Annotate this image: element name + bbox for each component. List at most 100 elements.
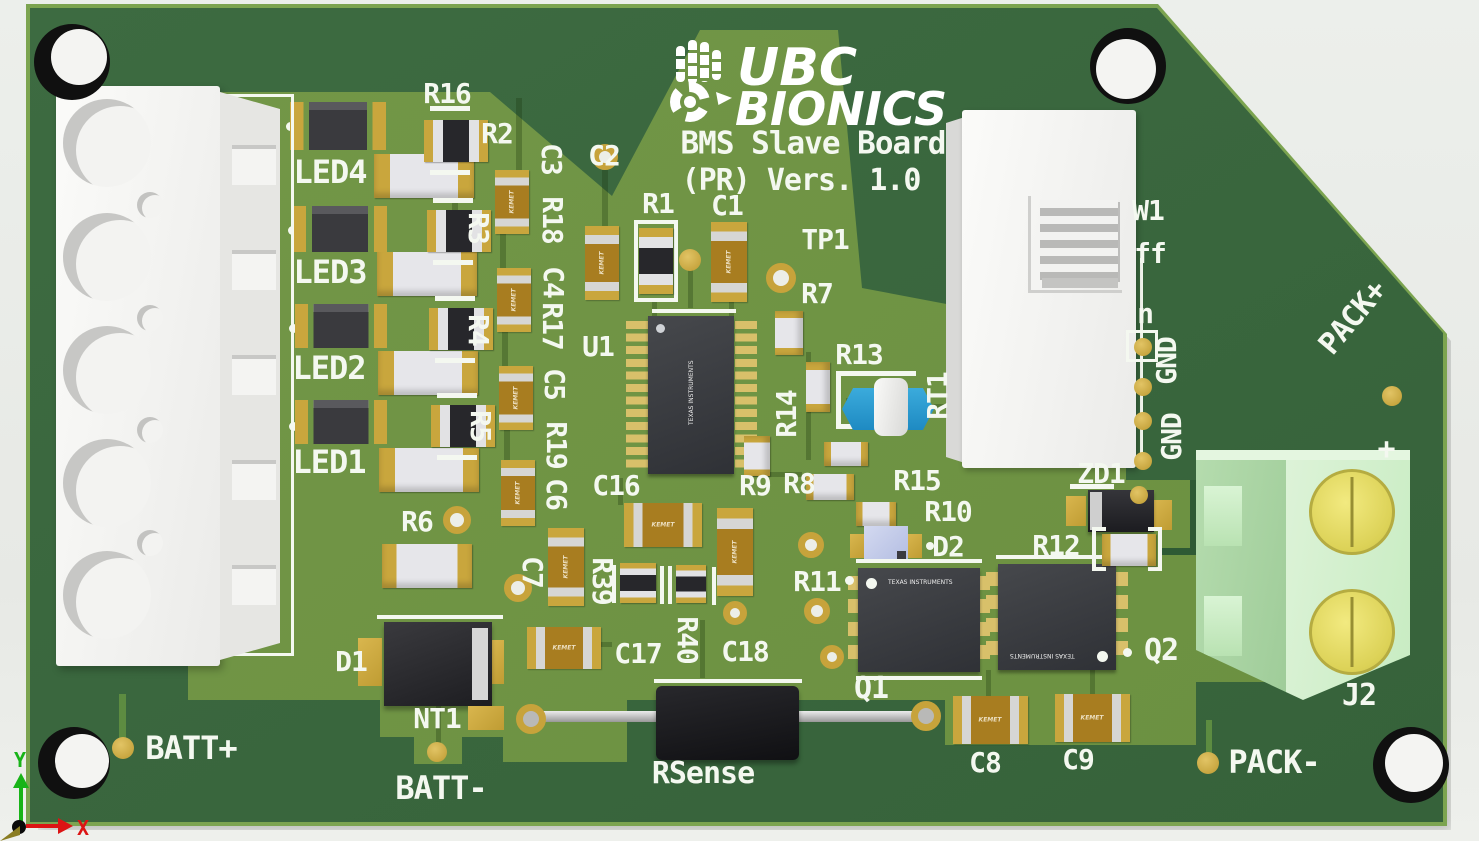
trace [602,164,608,226]
silk-c17: C17 [614,637,663,670]
sw1-switch-body [962,110,1136,468]
sw1-pad [1134,378,1152,396]
bionics-hand-gear-icon [668,40,734,124]
via [820,645,844,669]
silk-r8: R8 [783,467,816,500]
u1-ic-body: TEXAS INSTRUMENTS [648,316,734,474]
j1-small-hole [137,305,163,331]
silk-dot [1123,648,1132,657]
resistor [824,442,868,466]
silk-gnd-a: GND [1150,337,1183,385]
trace [1190,480,1197,552]
via-wire-left [516,704,546,734]
silk-off-partial: ff [1134,237,1167,270]
kemet-marking: KEMET [651,521,675,529]
board-version: (PR) Vers. 1.0 [681,163,922,198]
silk-tick [433,198,473,203]
capacitor: KEMET [585,226,619,300]
silk-r14: R14 [770,390,803,438]
silk-batt-minus: BATT- [395,769,487,807]
led4-component [290,102,386,150]
mounting-hole-center [51,29,107,85]
kemet-marking: KEMET [725,250,733,274]
silk-c9: C9 [1062,743,1095,776]
pad-nt1 [468,706,504,730]
via [723,601,747,625]
led3-component [293,206,387,252]
silk-r1: R1 [642,187,675,220]
silk-r16: R16 [423,77,472,110]
q2-ic-body: TEXAS INSTRUMENTS [998,564,1116,670]
mounting-hole-center [1096,39,1156,99]
silk-d2: D2 [932,530,965,563]
capacitor: KEMET [717,508,753,596]
silk-c6: C6 [540,478,573,510]
axis-x-line [26,824,60,828]
resistor-r12-component [1102,534,1156,566]
brand-name-top: UBC [737,38,858,98]
resistor [775,311,803,355]
j1-small-hole [137,192,163,218]
silk-pack-minus: PACK- [1228,743,1320,781]
kemet-marking: KEMET [508,190,516,214]
trace [746,472,802,477]
capacitor: KEMET [497,268,531,332]
silk-r11: R11 [793,565,842,598]
j2-terminal-block [1196,450,1410,700]
axis-x-arrowhead [58,818,73,834]
silk-r12-bracket-left [1092,527,1106,571]
pad [906,534,922,558]
silk-tick [437,455,477,460]
silk-led2: LED2 [292,349,366,387]
q2-pins-right [1116,572,1128,664]
rt1-band [874,378,908,436]
silk-r13-bracket [836,371,841,429]
zd1-diode-component [1088,490,1154,532]
sw1-slider [1040,200,1118,280]
resistor-component [676,565,706,603]
resistor-r5-component [431,405,495,447]
kemet-marking: KEMET [731,540,739,564]
trace [618,478,623,505]
capacitor-c16-component: KEMET [624,503,702,547]
ti-logo: TEXAS INSTRUMENTS [888,579,953,586]
silk-r3: R3 [462,212,495,244]
mounting-hole-center [1385,734,1443,792]
silk-c2: C2 [588,139,621,172]
silk-tick [437,393,477,398]
axis-y-line [19,787,23,827]
resistor-r1-component [639,228,673,294]
j1-small-hole [137,530,163,556]
j1-small-hole [137,417,163,443]
via [443,506,471,534]
kemet-marking: KEMET [552,644,576,652]
batt-plus-pad [112,737,134,759]
via [504,574,532,602]
u1-pins-right [735,321,757,471]
axis-z-cone [0,826,20,841]
kemet-marking: KEMET [514,481,522,505]
board-title: BMS Slave Board [680,125,947,162]
pack-minus-pad [1197,752,1219,774]
pad [850,534,866,558]
silk-j2: J2 [1341,678,1377,713]
silk-nt1: NT1 [413,702,462,735]
silk-r13-bracket [836,371,916,376]
silk-r18: R18 [536,196,569,244]
j2-screw-bottom [1309,589,1395,675]
capacitor-c17-component: KEMET [527,627,601,669]
trace [688,268,693,308]
led2-component [295,304,387,348]
trace [1206,720,1212,754]
axis-y-label: Y [14,748,27,772]
silk-tick [435,296,475,301]
silk-dot [1099,653,1107,661]
silk-line [856,559,982,563]
q1-pins-left [848,576,860,666]
axis-gizmo: Y X [0,740,110,841]
capacitor-c7-component: KEMET [548,528,584,606]
j1-notch [232,250,276,290]
silk-c3: C3 [535,143,568,175]
via-filled [679,249,701,271]
